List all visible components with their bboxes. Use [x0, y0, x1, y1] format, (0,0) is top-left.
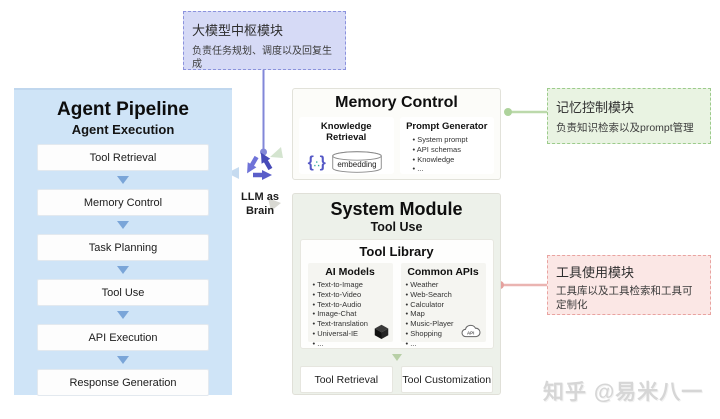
pipeline-subtitle: Agent Execution [71, 122, 175, 137]
down-arrow-icon [117, 171, 129, 189]
cube-icon [374, 324, 388, 339]
step-api-execution: API Execution [37, 324, 209, 351]
llm-brain-triangle-icon [247, 152, 273, 180]
list-item: Shopping [406, 329, 481, 339]
memory-module-note-desc: 负责知识检索以及prompt管理 [556, 122, 694, 134]
watermark: 知乎 @易米八一 [543, 381, 704, 404]
step-tool-use: Tool Use [37, 279, 209, 306]
pipeline-title: Agent Pipeline [57, 99, 189, 120]
list-item: API schemas [413, 145, 492, 155]
down-arrow-icon [117, 216, 129, 234]
common-apis-column: Common APIs Weather Web-Search Calculato… [400, 263, 486, 348]
tool-library-box: Tool Library AI Models Text-to-Image Tex… [299, 239, 494, 349]
knowledge-retrieval-title: Knowledge Retrieval [320, 121, 372, 143]
list-item: Music-Player [406, 319, 481, 329]
list-item: Text-translation [313, 319, 388, 329]
list-item: ... [313, 339, 388, 349]
memory-control-panel: Memory Control Knowledge Retrieval {∴} e… [292, 88, 501, 180]
list-item: ... [406, 339, 481, 349]
tool-retrieval-box: Tool Retrieval [300, 366, 393, 393]
common-apis-title: Common APIs [407, 266, 479, 278]
tool-customization-box: Tool Customization [400, 366, 493, 393]
system-module-subtitle: Tool Use [370, 220, 423, 234]
list-item: System prompt [413, 135, 492, 145]
system-module-actions: Tool Retrieval Tool Customization [293, 366, 500, 393]
embedding-database-icon: embedding [332, 151, 382, 173]
step-tool-retrieval: Tool Retrieval [37, 144, 209, 171]
ai-models-column: AI Models Text-to-Image Text-to-Video Te… [307, 263, 393, 348]
list-item: Image-Chat [313, 309, 388, 319]
step-memory-control: Memory Control [37, 189, 209, 216]
agent-pipeline-panel: Agent Pipeline Agent Execution Tool Retr… [14, 88, 232, 396]
prompt-generator-box: Prompt Generator System prompt API schem… [399, 117, 494, 174]
green-connector-dot [504, 108, 512, 116]
system-module-title: System Module [330, 199, 463, 219]
down-arrow-icon [117, 261, 129, 279]
list-item: Map [406, 309, 481, 319]
memory-control-title: Memory Control [335, 94, 458, 111]
llm-module-note-title: 大模型中枢模块 [192, 23, 284, 38]
list-item: Web-Search [406, 290, 481, 300]
list-item: Weather [406, 280, 481, 290]
llm-module-note: 大模型中枢模块 负责任务规划、调度以及回复生成 [183, 11, 346, 70]
tool-module-note: 工具使用模块 工具库以及工具检索和工具可定制化 [547, 255, 711, 315]
list-item: Knowledge [413, 155, 492, 165]
list-item: ... [413, 164, 492, 174]
llm-brain-label: LLM as Brain [241, 191, 279, 217]
step-response-generation: Response Generation [37, 369, 209, 396]
pipeline-steps: Tool Retrieval Memory Control Task Plann… [37, 144, 209, 396]
list-item: Calculator [406, 300, 481, 310]
list-item: Text-to-Video [313, 290, 388, 300]
common-apis-list: Weather Web-Search Calculator Map Music-… [406, 280, 481, 348]
list-item: Text-to-Image [313, 280, 388, 290]
step-task-planning: Task Planning [37, 234, 209, 261]
tool-module-note-desc: 工具库以及工具检索和工具可定制化 [556, 285, 693, 311]
ai-models-list: Text-to-Image Text-to-Video Text-to-Audi… [313, 280, 388, 348]
embedding-label: embedding [337, 160, 376, 169]
system-module-panel: System Module Tool Use Tool Library AI M… [292, 193, 501, 395]
memory-module-note: 记忆控制模块 负责知识检索以及prompt管理 [547, 88, 711, 144]
list-item: Text-to-Audio [313, 300, 388, 310]
prompt-generator-list: System prompt API schemas Knowledge ... [413, 135, 492, 174]
memory-control-columns: Knowledge Retrieval {∴} embedding Prompt… [293, 112, 500, 174]
tool-library-columns: AI Models Text-to-Image Text-to-Video Te… [301, 259, 493, 348]
ai-models-title: AI Models [325, 266, 375, 278]
api-cloud-label: API [466, 330, 473, 335]
tool-module-note-title: 工具使用模块 [556, 265, 635, 280]
prompt-generator-title: Prompt Generator [406, 121, 488, 132]
embedding-braces-icon: {∴} [307, 153, 326, 171]
down-arrow-icon [117, 306, 129, 324]
llm-module-note-desc: 负责任务规划、调度以及回复生成 [192, 46, 332, 70]
list-item: Universal-IE [313, 329, 388, 339]
tool-library-title: Tool Library [359, 244, 434, 259]
knowledge-retrieval-box: Knowledge Retrieval {∴} embedding [299, 117, 394, 174]
memory-module-note-title: 记忆控制模块 [556, 100, 635, 115]
down-arrow-icon [293, 354, 500, 361]
down-arrow-icon [117, 351, 129, 369]
api-cloud-icon: API [461, 324, 480, 338]
llm-as-brain: LLM as Brain [230, 150, 290, 219]
knowledge-retrieval-icons: {∴} embedding [302, 150, 391, 175]
